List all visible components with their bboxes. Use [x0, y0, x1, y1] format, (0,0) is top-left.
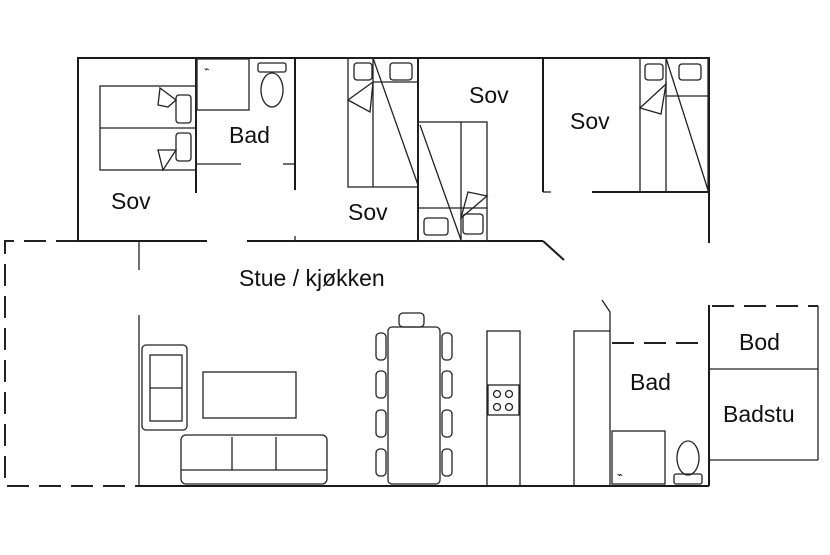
room-label-sov: Sov [111, 188, 151, 214]
room-label-bad: Bad [630, 369, 671, 395]
room-label-sov: Sov [469, 82, 509, 108]
walls [4, 57, 819, 487]
room-label-bad: Bad [229, 122, 270, 148]
kitchen-counter-icon [486, 330, 521, 487]
coffee-table-icon [202, 371, 297, 419]
toilet-icon [257, 62, 287, 108]
svg-text:⌁: ⌁ [204, 65, 209, 75]
double-bed-icon [99, 85, 197, 172]
bed-icon [417, 121, 489, 242]
room-label-sov: Sov [348, 199, 388, 225]
bed-icon [346, 57, 419, 188]
shower-icon: ⌁ [611, 430, 666, 485]
sofa-icon [180, 434, 328, 485]
fridge-counter-icon [573, 330, 610, 486]
dining-table-icon [375, 312, 453, 485]
shower-icon: ⌁ [196, 58, 250, 111]
room-label-stue-kjokken: Stue / kjøkken [239, 265, 385, 291]
armchair-icon [141, 344, 188, 431]
svg-text:⌁: ⌁ [617, 470, 623, 481]
room-label-sov: Sov [570, 108, 610, 134]
stove-icon [487, 384, 520, 416]
toilet-icon [673, 440, 703, 485]
bed-icon [638, 57, 709, 193]
room-label-bod: Bod [739, 329, 780, 355]
room-label-badstu: Badstu [723, 401, 795, 427]
